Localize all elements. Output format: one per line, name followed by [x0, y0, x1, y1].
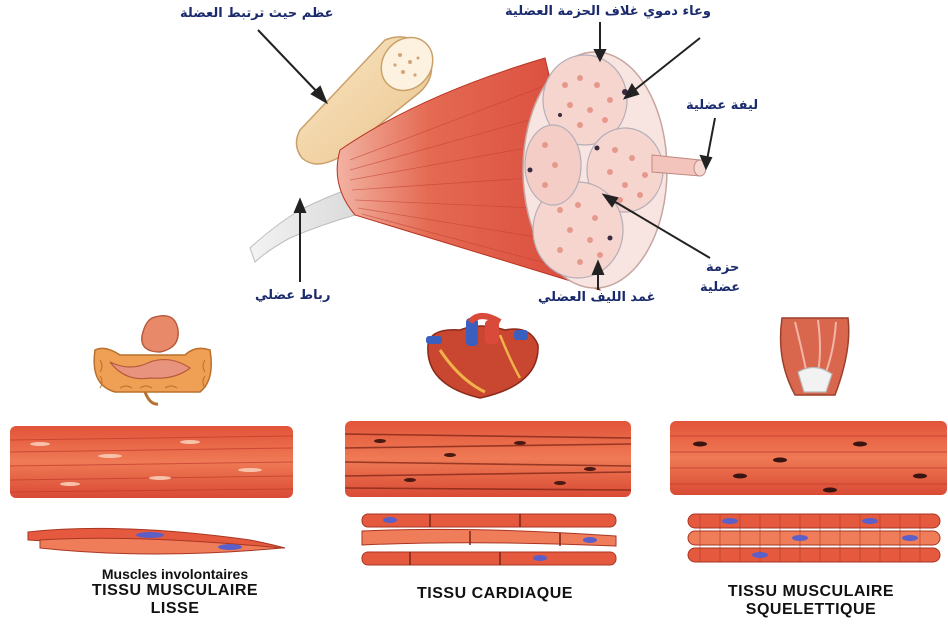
cell-nucleus [902, 535, 918, 541]
skeletal-muscle-tissue-panel [670, 421, 947, 495]
muscle-anatomy-illustration [250, 27, 706, 290]
muscle-fiber-illustration [652, 155, 706, 176]
smooth-muscle-caption: Muscles involontaires TISSU MUSCULAIRE L… [30, 566, 320, 618]
cell-nucleus [792, 535, 808, 541]
smooth-muscle-title: TISSU MUSCULAIRE [30, 582, 320, 600]
skeletal-muscle-caption: TISSU MUSCULAIRE SQUELETTIQUE [680, 583, 942, 619]
label-tendon: رباط عضلي [255, 288, 330, 303]
cell-nucleus [533, 555, 547, 561]
cell-nucleus [862, 518, 878, 524]
digestive-tract-icon [94, 316, 211, 404]
cardiac-muscle-title: TISSU CARDIAQUE [360, 585, 630, 603]
label-muscle-fiber: ليفة عضلية [686, 98, 758, 113]
cell-nucleus [383, 517, 397, 523]
cell-nucleus [722, 518, 738, 524]
label-endomysium: غمد الليف العضلي [538, 290, 656, 305]
label-fascicle-2: عضلية [700, 280, 740, 295]
smooth-muscle-note: Muscles involontaires [30, 566, 320, 582]
skeletal-muscle-cells [688, 514, 940, 562]
cardiac-muscle-tissue-panel [345, 421, 631, 497]
smooth-muscle-subtitle: LISSE [30, 600, 320, 618]
cardiac-muscle-caption: TISSU CARDIAQUE [360, 585, 630, 603]
label-fascicle-sheath: وعاء دموي غلاف الحزمة العضلية [505, 4, 711, 19]
leg-muscle-icon [781, 318, 849, 395]
cell-nucleus [583, 537, 597, 543]
skeletal-muscle-title: TISSU MUSCULAIRE [680, 583, 942, 601]
label-fascicle-1: حزمة [706, 260, 739, 275]
label-bone-attachment: عظم حيث ترتبط العضلة [180, 6, 334, 21]
cell-nucleus [218, 544, 242, 550]
smooth-muscle-cells [28, 528, 285, 554]
cell-nucleus [752, 552, 768, 558]
cell-nucleus [136, 532, 164, 538]
heart-icon [426, 316, 538, 398]
cardiac-muscle-cells [362, 514, 616, 565]
skeletal-muscle-subtitle: SQUELETTIQUE [680, 601, 942, 619]
smooth-muscle-tissue-panel [10, 426, 293, 498]
